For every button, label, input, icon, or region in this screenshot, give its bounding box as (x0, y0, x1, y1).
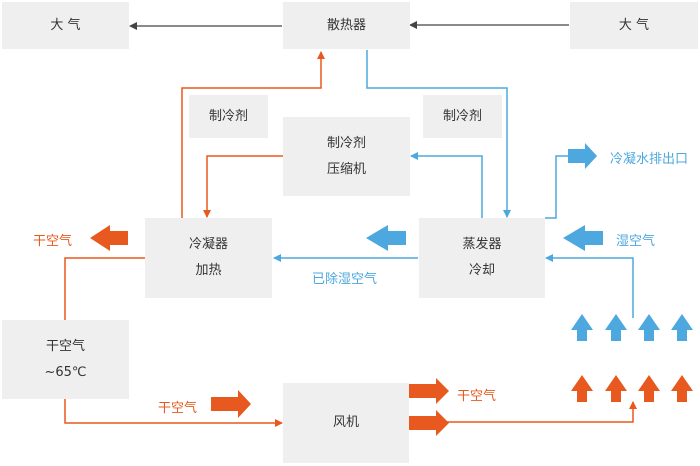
heat-arrow (605, 375, 627, 402)
node-label: 蒸发器 (462, 237, 502, 252)
node-label: 压缩机 (326, 161, 366, 177)
node-condenser: 冷凝器 加热 (145, 218, 272, 298)
node-refrigerant-left: 制冷剂 (189, 95, 268, 138)
arrow-sludge-to-evaporator (545, 254, 634, 318)
label-dry-air-to-fan: 干空气 (158, 401, 198, 416)
heat-arrow (671, 375, 693, 402)
vapor-arrow (638, 314, 660, 341)
node-label: 干空气 (45, 338, 85, 354)
node-radiator: 散热器 (283, 2, 410, 49)
node-refrigerant-right: 制冷剂 (423, 95, 502, 138)
label-condensate-outlet: 冷凝水排出口 (610, 152, 689, 167)
node-label: 大 气 (50, 17, 81, 33)
node-label: ~65℃ (44, 364, 87, 380)
label-dry-air-from-fan: 干空气 (457, 389, 497, 404)
arrow-fan-to-sludge (440, 401, 637, 423)
node-compressor: 制冷剂 压缩机 (283, 117, 410, 196)
node-label: 制冷剂 (442, 108, 482, 124)
label-humid-air: 湿空气 (616, 234, 656, 249)
node-label: 制冷剂 (208, 108, 248, 124)
vapor-arrow (605, 314, 627, 341)
node-label: 大 气 (618, 17, 650, 33)
label-dry-air-out: 干空气 (33, 234, 73, 249)
arrow-dry-air-box-to-fan (64, 398, 283, 427)
sludge-heat-arrows (571, 375, 693, 402)
line-evaporator-to-condensate (545, 155, 569, 219)
node-atmosphere-left: 大 气 (2, 2, 129, 49)
node-label: 冷凝器 (188, 237, 228, 252)
arrow-evaporator-to-compressor (410, 152, 483, 219)
node-atmosphere-right: 大 气 (570, 2, 698, 49)
vapor-arrow (671, 314, 693, 341)
arrow-radiator-to-evaporator (366, 50, 511, 218)
node-label: 风机 (332, 415, 359, 430)
label-dehumidified-air: 已除湿空气 (312, 272, 378, 287)
node-dry-air: 干空气 ~65℃ (2, 320, 129, 399)
block-arrow-fan-out-1 (409, 378, 449, 404)
node-fan: 风机 (283, 383, 409, 463)
arrow-compressor-to-condenser (203, 155, 283, 218)
node-label: 制冷剂 (326, 135, 366, 151)
arrow-condenser-to-radiator (181, 51, 325, 218)
heat-arrow (638, 375, 660, 402)
line-condenser-to-dry-air-box (64, 257, 145, 320)
block-arrow-dry-air-out (90, 225, 128, 251)
vapor-arrow (571, 314, 593, 341)
heat-arrow (571, 375, 593, 402)
block-arrow-condensate (568, 143, 597, 169)
block-arrow-fan-out-2 (409, 410, 449, 436)
block-arrow-humid-air (563, 225, 603, 251)
block-arrow-dehumidified (366, 225, 406, 251)
node-evaporator: 蒸发器 冷却 (419, 218, 545, 298)
node-label: 散热器 (326, 17, 366, 33)
block-arrow-dry-air-to-fan (211, 390, 251, 418)
node-label: 冷却 (468, 263, 495, 278)
node-label: 加热 (195, 263, 222, 278)
sludge-vapor-arrows (571, 314, 693, 341)
